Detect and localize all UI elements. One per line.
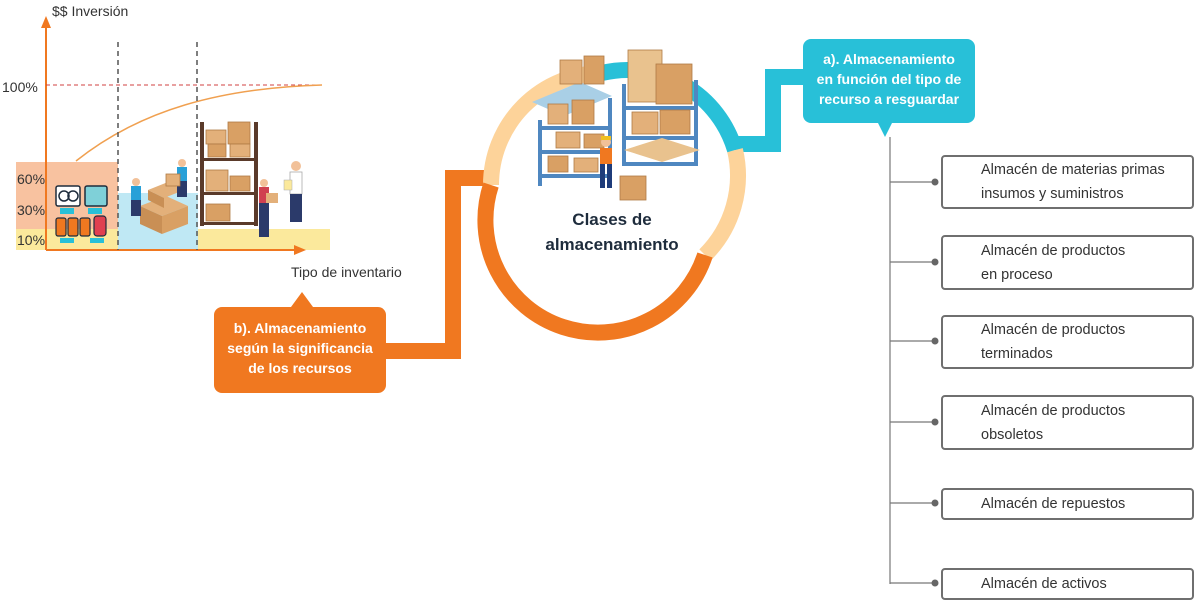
warehouse-icon [532,49,700,201]
connector-a [735,69,803,152]
callout-a-pointer [878,123,892,137]
item-line1: Almacén de repuestos [981,496,1126,512]
rack-workers-icon [200,121,303,237]
item-box-terminados: Almacén de productos terminados [941,315,1194,369]
callout-b-line1: b). Almacenamiento [233,320,367,336]
item-line2: obsoletos [981,426,1044,443]
item-line1: Almacén de productos [981,402,1126,419]
bracket-dots [931,178,939,587]
thirty-percent-label: 30% [17,202,46,218]
materials-icon [55,185,108,243]
y-axis-label: $$ Inversión [52,3,129,19]
pareto-curve [75,84,323,162]
center-title: Clases de almacenamiento [512,207,712,257]
x-axis-label: Tipo de inventario [291,264,402,280]
workers-boxes-icon [131,159,188,234]
item-box-activos: Almacén de activos [941,568,1194,600]
callout-b-line2: según la significancia [227,340,373,356]
item-box-materias-primas: Almacén de materias primas insumos y sum… [941,155,1194,209]
zone-10-right [198,229,330,250]
hundred-percent-label: 100% [2,79,38,95]
callout-a-line2: en función del tipo de [816,71,962,87]
item-line2: insumos y suministros [981,186,1124,202]
ring-orange [477,182,713,341]
item-line2: en proceso [981,266,1053,283]
item-line2: terminados [981,346,1053,362]
callout-b: b). Almacenamiento según la significanci… [214,307,386,393]
center-title-line2: almacenamiento [545,235,679,254]
item-line1: Almacén de productos [981,242,1126,259]
callout-a: a). Almacenamiento en función del tipo d… [803,39,975,123]
center-title-line1: Clases de [572,210,652,229]
callout-a-line1: a). Almacenamiento [823,51,955,67]
item-line1: Almacén de activos [981,576,1107,592]
callout-b-line3: de los recursos [248,360,352,376]
callout-b-pointer [291,292,313,307]
ten-percent-label: 10% [17,232,46,248]
y-axis-arrow [41,16,51,28]
callout-a-line3: recurso a resguardar [818,91,960,107]
x-axis-arrow [294,245,306,255]
item-box-en-proceso: Almacén de productos en proceso [941,235,1194,290]
connector-b [386,170,500,359]
item-line1: Almacén de materias primas [981,162,1165,178]
bracket-ticks [890,181,935,584]
item-box-obsoletos: Almacén de productos obsoletos [941,395,1194,450]
item-line1: Almacén de productos [981,322,1126,338]
sixty-percent-label: 60% [17,171,46,187]
ring-peach-right [699,148,746,261]
item-box-repuestos: Almacén de repuestos [941,488,1194,520]
